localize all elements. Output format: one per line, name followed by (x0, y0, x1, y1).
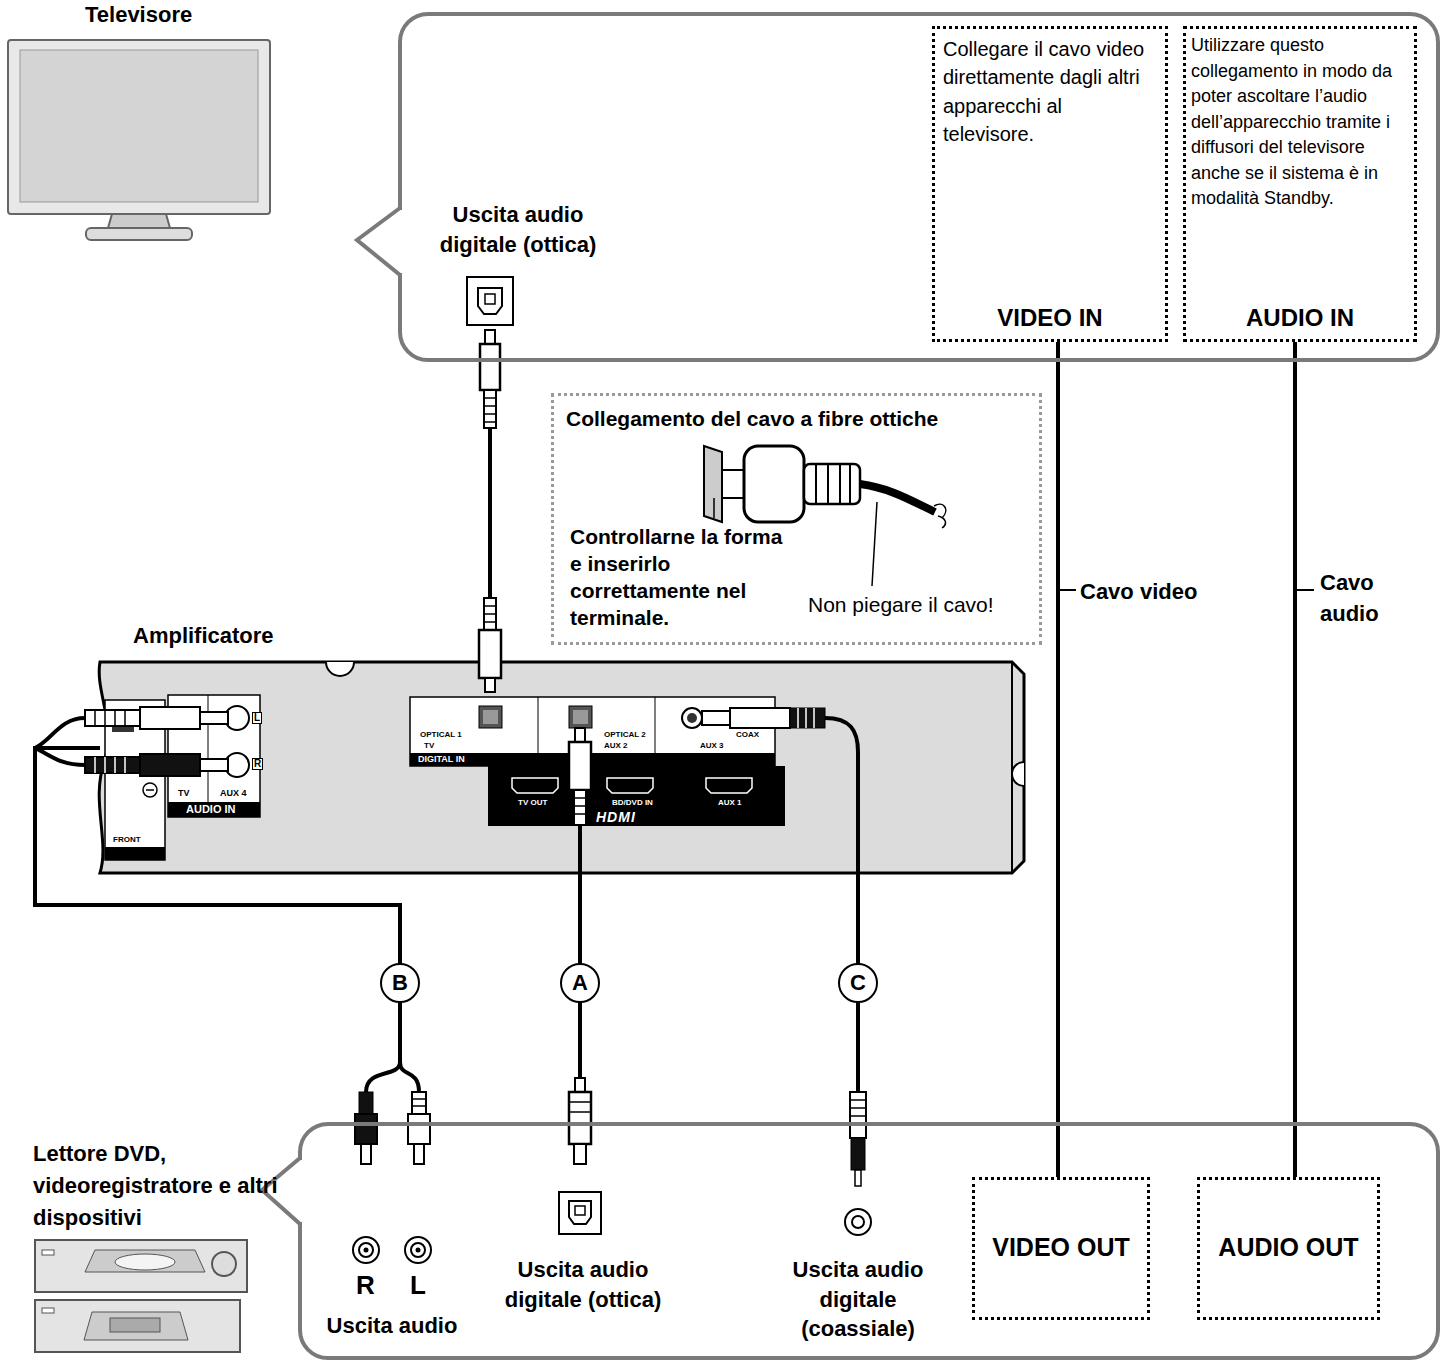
coaxial-plug (702, 708, 858, 873)
jack-caption: Uscita audio (307, 1312, 477, 1340)
output-box: VIDEO OUT (972, 1177, 1150, 1320)
cable-line (1056, 342, 1060, 1177)
channel-label: L (410, 1272, 426, 1298)
optical-plug (480, 330, 500, 428)
speaker-terminal (105, 700, 165, 860)
amplifier: Amplificatore (100, 662, 1024, 873)
terminal-name: VIDEO OUT (975, 1232, 1147, 1263)
terminal-label: FRONT (113, 836, 141, 844)
optical-plug (479, 598, 501, 692)
cable-label: Cavo audio (1320, 568, 1398, 630)
hdmi-panel (488, 766, 785, 826)
cable-line (35, 748, 400, 1122)
terminal-label: AUX 1 (718, 799, 742, 807)
rca-jacks (353, 1237, 431, 1263)
analog-audio-panel (168, 695, 260, 817)
cable-line (1293, 342, 1297, 1177)
dvd-player (35, 1240, 247, 1292)
digital-in-panel (410, 697, 775, 766)
channel-label: L (252, 712, 262, 724)
fibre-plug-illustration (704, 446, 946, 586)
terminal-name: VIDEO IN (935, 303, 1165, 333)
output-box: AUDIO OUT (1197, 1177, 1380, 1320)
terminal-label: AUX 3 (700, 742, 724, 750)
jack-caption: Uscita audio digitale (ottica) (498, 1255, 668, 1314)
optical-jack (559, 1192, 601, 1234)
terminal-label: TV OUT (518, 799, 547, 807)
terminal-name: AUDIO IN (1186, 303, 1414, 333)
device-name: Amplificatore (133, 622, 274, 650)
tv-optical-jack (467, 277, 513, 325)
device-callout-panel: Uscita audio Uscita audio digitale (ottic… (298, 1122, 1440, 1360)
terminal-label: TV (178, 789, 190, 798)
callout-letter: B (380, 963, 420, 1003)
device-name: Televisore (85, 4, 192, 26)
panel-label: AUDIO IN (186, 804, 236, 815)
rca-plugs (35, 707, 228, 776)
channel-label: R (356, 1272, 375, 1298)
terminal-name: AUDIO OUT (1200, 1232, 1377, 1263)
device-name: Lettore DVD, videoregistratore e altri d… (33, 1138, 285, 1234)
channel-label: R (252, 758, 263, 770)
tip-text: Controllarne la forma e inserirlo corret… (570, 524, 792, 632)
callout-pointer (357, 208, 404, 275)
input-note-box: Utilizzare questo collegamento in modo d… (1183, 26, 1417, 342)
note-text: Collegare il cavo video direttamente dag… (943, 35, 1158, 149)
video-recorder (35, 1300, 240, 1352)
terminal-label: BD/DVD IN (612, 799, 653, 807)
tv-callout-panel: Uscita audio digitale (ottica) Collegare … (398, 12, 1440, 362)
terminal-label: COAX (736, 731, 759, 739)
jack-caption: Uscita audio digitale (coassiale) (763, 1255, 953, 1344)
cable-label: Cavo video (1080, 577, 1197, 608)
terminal-label: OPTICAL 2 (604, 731, 646, 739)
box-heading: Collegamento del cavo a fibre ottiche (566, 406, 938, 432)
warning-text: Non piegare il cavo! (808, 592, 994, 618)
television (8, 40, 270, 240)
callout-letter: C (838, 963, 878, 1003)
terminal-label: AUX 4 (220, 789, 247, 798)
amplifier-body (99, 662, 1024, 873)
terminal-label: AUX 2 (604, 742, 628, 750)
panel-label: DIGITAL IN (418, 755, 465, 764)
note-text: Utilizzare questo collegamento in modo d… (1191, 33, 1413, 212)
optical-plug (569, 1078, 591, 1164)
input-note-box: Collegare il cavo video direttamente dag… (932, 26, 1168, 342)
logo-text: HDMI (596, 810, 636, 824)
fibre-tip-box: Collegamento del cavo a fibre otticheCon… (551, 393, 1042, 645)
callout-letter: A (560, 963, 600, 1003)
coaxial-jack (845, 1209, 871, 1235)
coaxial-plug (850, 1092, 866, 1186)
terminal-label: OPTICAL 1 (420, 731, 462, 739)
optical-plug (569, 728, 591, 873)
rca-plugs (355, 1062, 430, 1164)
jack-caption: Uscita audio digitale (ottica) (438, 200, 598, 259)
terminal-label: TV (424, 742, 434, 750)
